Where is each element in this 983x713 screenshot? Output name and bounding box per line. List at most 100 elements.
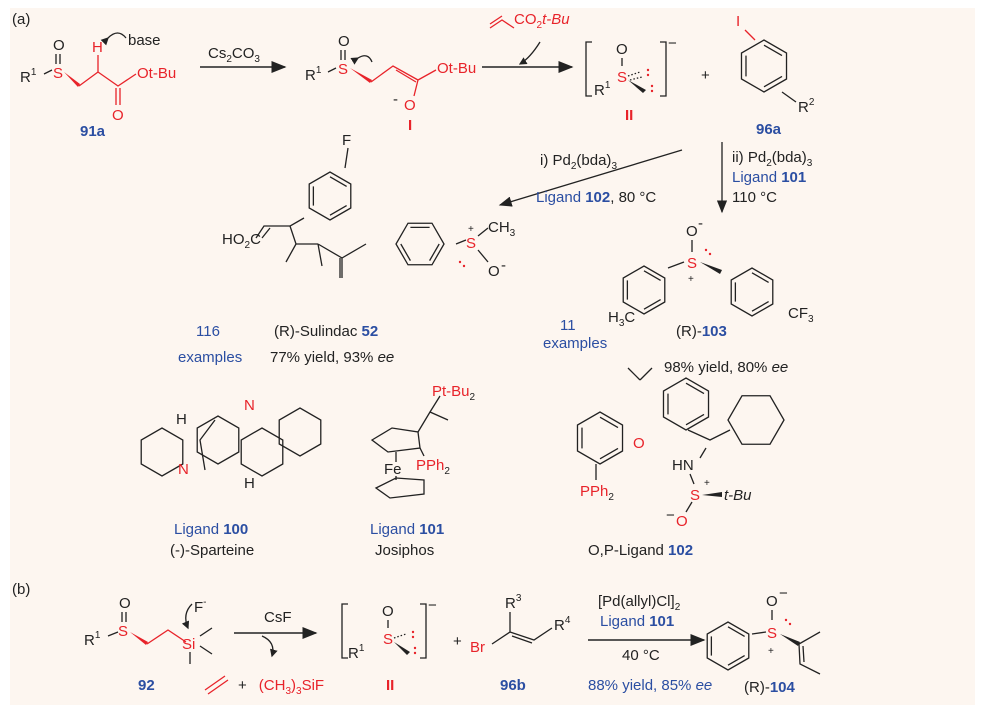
double-bond xyxy=(599,416,619,429)
piperidine-ring xyxy=(196,415,240,465)
double-bond xyxy=(727,655,745,666)
panel-b-label: (b) xyxy=(12,581,30,598)
svg-text:96a: 96a xyxy=(756,121,782,138)
piperidine-ring xyxy=(240,427,284,477)
cond-b-temp: 40 °C xyxy=(622,647,660,664)
svg-text:N: N xyxy=(244,397,255,414)
svg-text:−: − xyxy=(668,35,677,52)
double-bond xyxy=(400,243,411,261)
compound-96a: I R2 96a xyxy=(736,13,815,138)
double-bond xyxy=(429,243,440,261)
double-bond xyxy=(685,413,705,426)
svg-text:HO2C: HO2C xyxy=(222,231,261,251)
cond-ii-ligand: Ligand 101 xyxy=(732,169,806,186)
svg-text:Pt-Bu2: Pt-Bu2 xyxy=(432,383,476,403)
reagent-cs2co3: Cs2CO3 xyxy=(208,45,260,65)
svg-text:S: S xyxy=(767,625,777,642)
plus-sign: + xyxy=(701,67,710,84)
svg-text:R1: R1 xyxy=(84,630,101,649)
double-bond xyxy=(763,75,783,88)
svg-text:−: − xyxy=(666,507,675,524)
svg-text:CF3: CF3 xyxy=(788,305,814,325)
svg-text:R2: R2 xyxy=(798,97,815,116)
ligand-102-structure: O PPh2 HN S + t-Bu O − xyxy=(576,367,785,530)
svg-text:S: S xyxy=(690,487,700,504)
byproducts: +(CH3)3SiF xyxy=(238,677,324,697)
svg-text:S: S xyxy=(617,69,627,86)
svg-text:96b: 96b xyxy=(500,677,526,694)
c103-examples: examples xyxy=(543,335,607,352)
svg-text:92: 92 xyxy=(138,677,155,694)
svg-text:H: H xyxy=(244,475,255,492)
compound-103: O - S + H3C CF3 xyxy=(608,215,814,329)
sulindac-count: 116 xyxy=(196,323,220,340)
svg-text:S: S xyxy=(383,631,393,648)
svg-text:O: O xyxy=(338,33,350,50)
c103-name: (R)-103 xyxy=(676,323,727,340)
ligand-101-structure: Fe Pt-Bu2 PPh2 xyxy=(370,383,476,499)
svg-text:O: O xyxy=(112,107,124,124)
svg-text:O: O xyxy=(616,41,628,58)
svg-text:−: − xyxy=(779,585,788,602)
svg-text:O: O xyxy=(488,263,500,280)
svg-text:PPh2: PPh2 xyxy=(416,457,450,477)
ligand-102-label: O,P-Ligand 102 xyxy=(588,542,693,559)
svg-text:O: O xyxy=(382,603,394,620)
double-bond xyxy=(751,272,769,283)
svg-text:O: O xyxy=(676,513,688,530)
sulindac-name: (R)-Sulindac 52 xyxy=(274,323,378,340)
cond-b-ligand: Ligand 101 xyxy=(600,613,674,630)
compound-96b: Br R3 R4 96b xyxy=(470,593,571,694)
svg-text:O: O xyxy=(686,223,698,240)
svg-text:CO2t-Bu: CO2t-Bu xyxy=(514,11,570,31)
c103-count: 11 xyxy=(560,317,576,334)
benzene-ring xyxy=(308,171,352,221)
double-bond xyxy=(643,270,661,281)
acrylate-reagent: CO2t-Bu xyxy=(489,11,570,31)
intermediate-II-a: O S R1 − II xyxy=(585,35,677,124)
svg-text:O: O xyxy=(404,97,416,114)
svg-text:S: S xyxy=(118,623,128,640)
benzene-ring xyxy=(622,265,666,315)
double-bond xyxy=(763,44,783,57)
benzene-ring xyxy=(706,621,750,671)
svg-text:S: S xyxy=(338,61,348,78)
svg-text:H: H xyxy=(92,39,103,56)
sulindac-structure: HO2C F S + CH3 O - xyxy=(222,132,516,280)
svg-text:R1: R1 xyxy=(305,65,322,84)
ligand-100-structure: H N N H xyxy=(140,397,322,492)
c103-yield: 98% yield, 80% ee xyxy=(664,359,788,376)
reagent-csf: CsF xyxy=(264,609,292,626)
arrow-route-i xyxy=(498,149,683,207)
ethylene xyxy=(204,675,229,695)
benzene-ring xyxy=(576,411,624,465)
cond-ii-temp: 110 °C xyxy=(732,189,777,206)
svg-text:II: II xyxy=(625,107,633,124)
double-bond xyxy=(599,447,619,460)
svg-text:R1: R1 xyxy=(20,67,37,86)
svg-text:S: S xyxy=(53,65,63,82)
compound-91a: R1 S O H Ot-Bu O base 91a xyxy=(20,32,176,140)
svg-text:O: O xyxy=(766,593,778,610)
svg-text:+: + xyxy=(468,224,474,235)
svg-text:t-Bu: t-Bu xyxy=(724,487,752,504)
svg-text:O: O xyxy=(53,37,65,54)
piperidine-ring xyxy=(278,407,322,457)
intermediate-I: R1 S O Ot-Bu O - I xyxy=(305,33,476,134)
adamantyl-ring xyxy=(727,395,785,445)
compound-92: R1 S O Si F- 92 xyxy=(84,595,213,694)
double-bond xyxy=(751,301,769,312)
cond-ii-catalyst: ii) Pd2(bda)3 xyxy=(732,149,813,169)
benzene-ring xyxy=(395,222,445,266)
cond-i-catalyst: i) Pd2(bda)3 xyxy=(540,152,617,172)
svg-text:PPh2: PPh2 xyxy=(580,483,614,503)
svg-text:H: H xyxy=(176,411,187,428)
cond-i-ligand: Ligand 102, 80 °C xyxy=(536,189,656,206)
svg-text:-: - xyxy=(501,257,506,274)
double-bond xyxy=(329,176,347,187)
svg-text:H3C: H3C xyxy=(608,309,635,329)
svg-text:I: I xyxy=(408,117,412,134)
svg-text:Fe: Fe xyxy=(384,461,402,478)
benzene-ring xyxy=(740,39,788,93)
svg-text:+: + xyxy=(688,274,694,285)
